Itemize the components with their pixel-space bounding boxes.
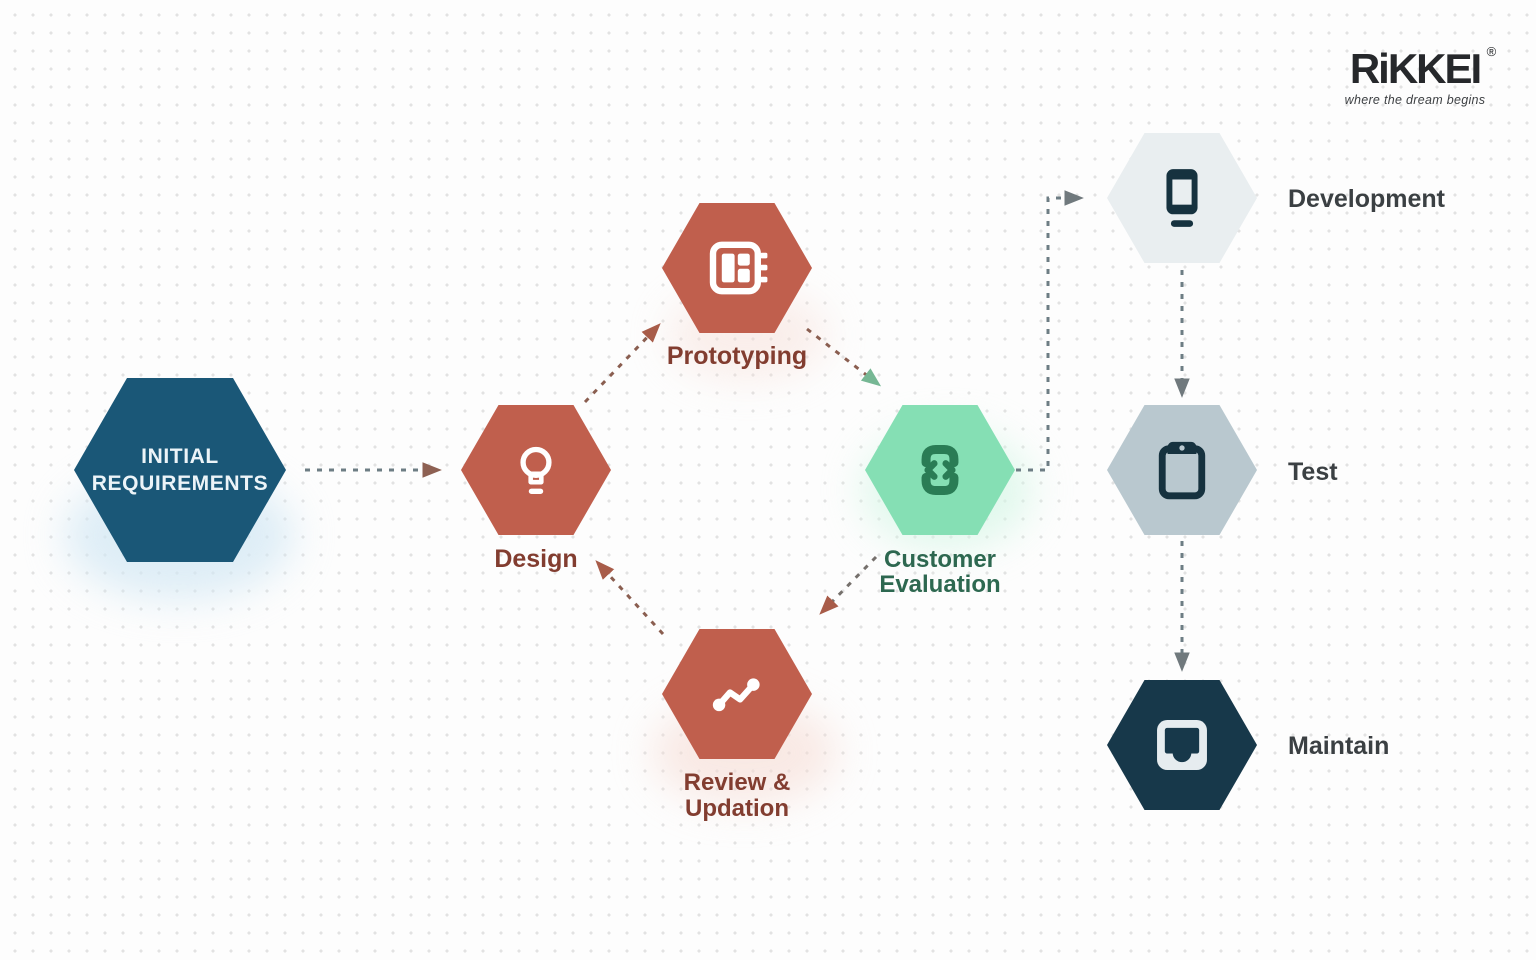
brand-tagline: where the dream begins (1344, 93, 1486, 107)
inbox-tray-icon (1157, 720, 1207, 770)
review-updation-label: Review & Updation (637, 769, 837, 823)
node-maintain (1107, 680, 1257, 810)
brand-logo: RiKKEI ® where the dream begins (1330, 44, 1500, 107)
prototyping-label: Prototyping (666, 342, 808, 370)
trend-line-icon (712, 678, 760, 712)
initial-requirements-label: INITIAL REQUIREMENTS (92, 443, 268, 498)
node-review-updation (662, 629, 812, 759)
node-test (1107, 405, 1257, 535)
initial-requirements-line1: INITIAL (141, 444, 219, 468)
node-design (461, 405, 611, 535)
design-label: Design (494, 545, 578, 573)
customer-evaluation-line1: Customer (883, 546, 997, 573)
customer-evaluation-label: Customer Evaluation (840, 547, 1040, 598)
arrow-customer-to-development (1016, 190, 1084, 472)
lightbulb-icon (520, 446, 552, 494)
prototype-board-icon (709, 241, 768, 295)
test-label: Test (1288, 458, 1338, 486)
node-development (1107, 133, 1257, 263)
development-label: Development (1288, 185, 1445, 213)
clipboard-icon (1158, 441, 1206, 500)
mobile-phone-icon (1166, 169, 1198, 227)
initial-requirements-line2: REQUIREMENTS (91, 472, 269, 495)
customer-evaluation-line2: Evaluation (879, 571, 1001, 599)
code-brackets-icon (921, 444, 959, 496)
review-updation-line1: Review & (683, 769, 791, 796)
maintain-label: Maintain (1288, 732, 1390, 760)
registered-trademark: ® (1486, 44, 1497, 59)
brand-logo-text: RiKKEI (1349, 45, 1482, 92)
review-updation-line2: Updation (685, 795, 789, 823)
